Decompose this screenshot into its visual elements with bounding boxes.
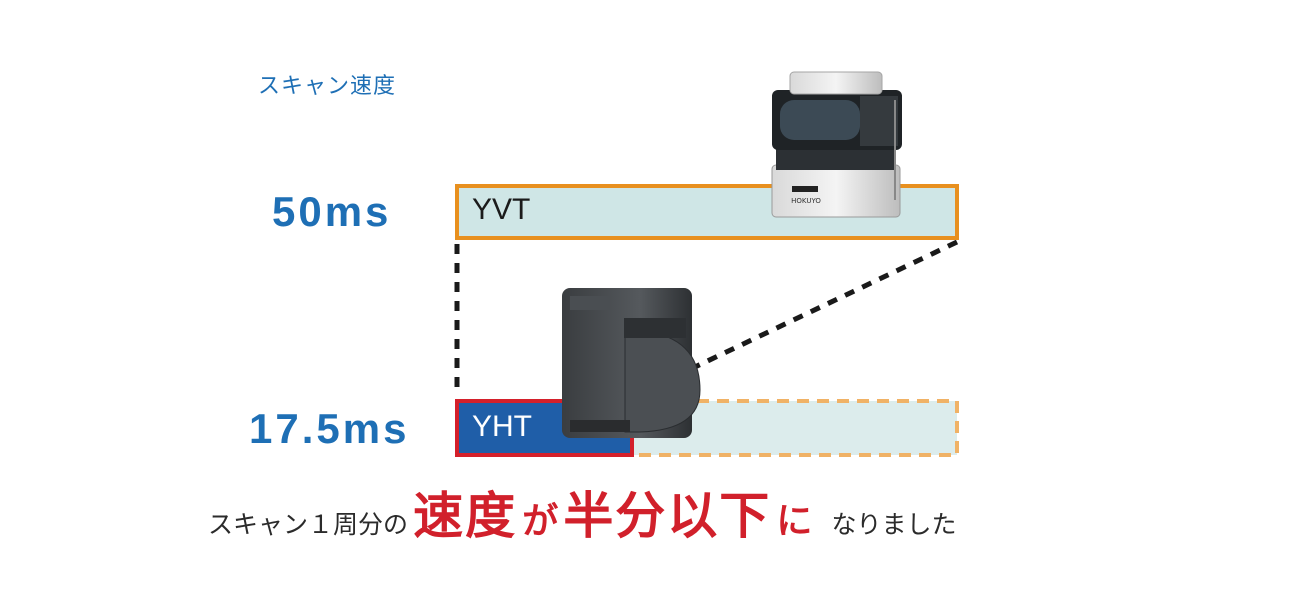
diagonal-dotted-connector: [630, 239, 959, 400]
caption-emphasis-speed: 速度: [413, 487, 518, 545]
caption-particle-ni: に: [776, 501, 813, 542]
caption-particle: が: [522, 501, 559, 542]
chart-heading: スキャン速度: [258, 74, 397, 99]
yvt-sensor-icon: HOKUYO: [771, 71, 902, 218]
yht-sensor-icon: [562, 288, 701, 438]
caption: スキャン１周分の 速度 が 半分以下 に なりました: [208, 476, 957, 548]
yht-bar-label: YHT: [472, 410, 532, 443]
yvt-bar-label: YVT: [472, 193, 531, 226]
yvt-value-label: 50ms: [272, 188, 392, 235]
dotted-connectors: [454, 239, 959, 400]
caption-emphasis-half: 半分以下: [563, 487, 772, 545]
caption-prefix: スキャン１周分の: [208, 510, 409, 539]
yht-value-label: 17.5ms: [249, 405, 410, 452]
caption-suffix: なりました: [831, 510, 957, 539]
bars-group: [455, 184, 959, 457]
yvt-brand-text: HOKUYO: [791, 197, 821, 205]
